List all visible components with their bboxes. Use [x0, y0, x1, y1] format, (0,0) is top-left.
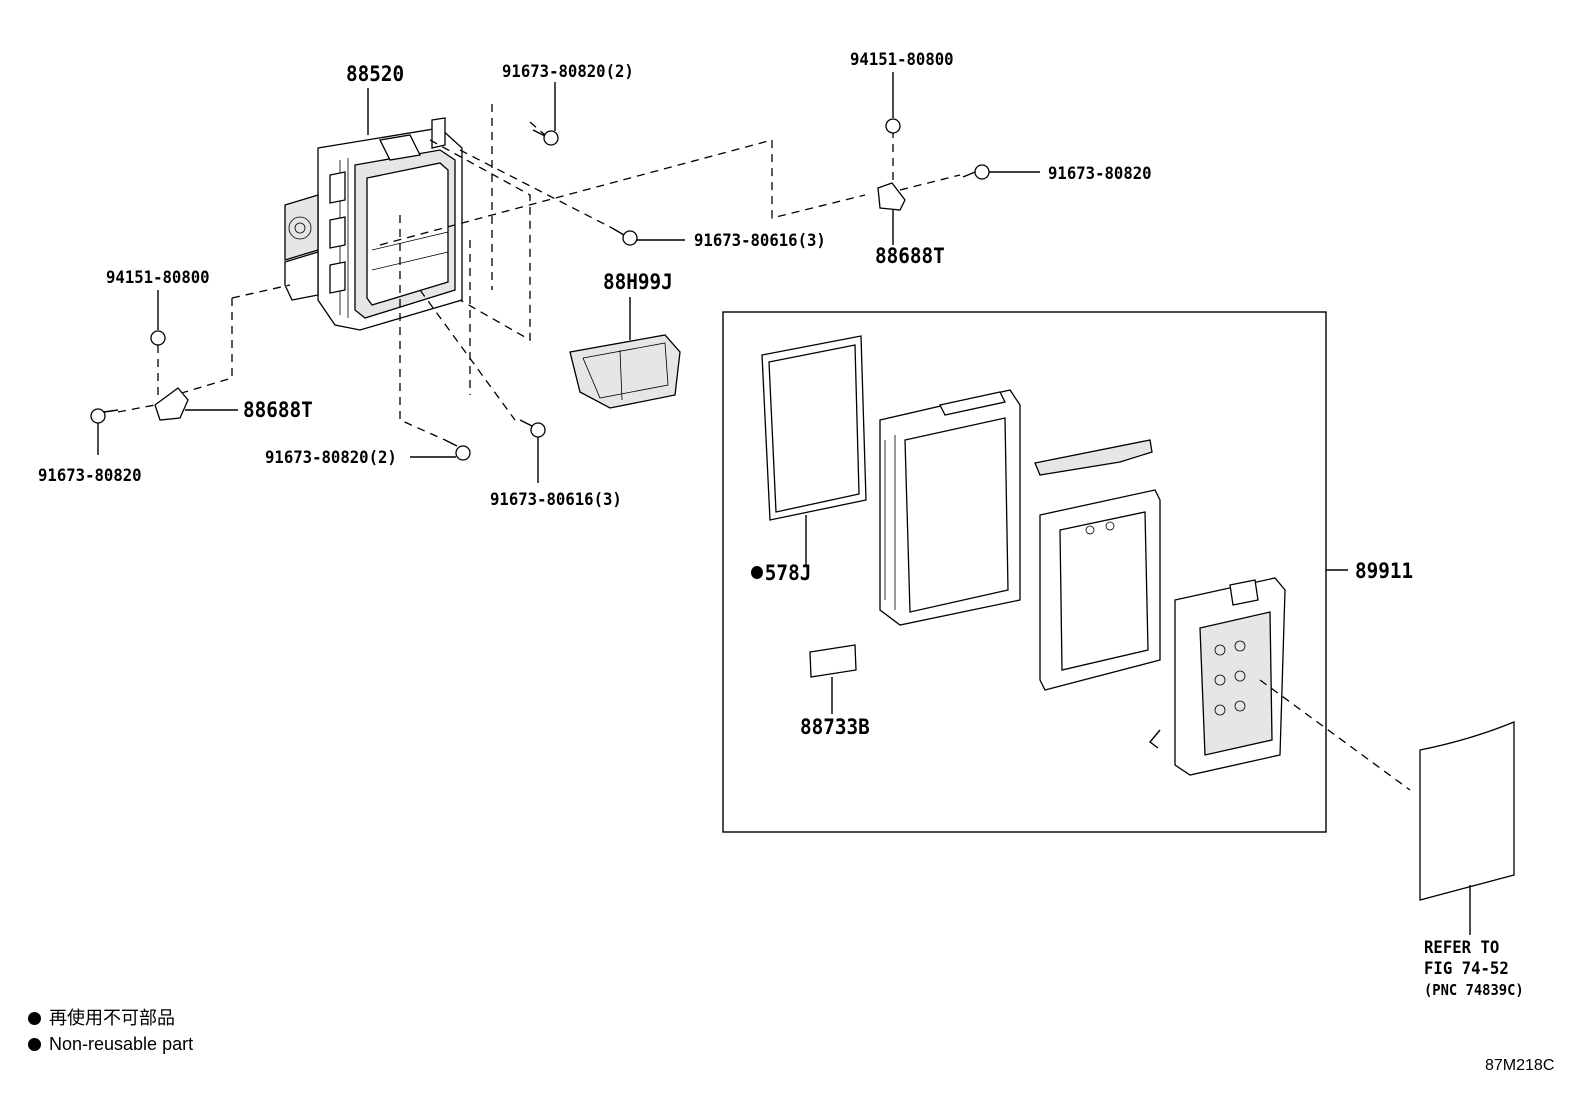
label-bolt-bottom-616: 91673-80616(3): [490, 490, 622, 510]
brackets: [154, 182, 906, 421]
strip-drawing: [1034, 439, 1153, 476]
label-bolt-right-upper: 91673-80820: [1048, 164, 1152, 184]
label-nut-left: 94151-80800: [106, 268, 210, 288]
label-88520: 88520: [346, 62, 405, 86]
label-88H99J: 88H99J: [603, 270, 673, 294]
filled-circle-icon: [28, 1012, 41, 1025]
label-bracket-left: 88688T: [243, 398, 313, 422]
assembly-lines-left: [117, 104, 961, 441]
non-reusable-marker-icon: [751, 566, 763, 579]
figure-id: 87M218C: [1485, 1057, 1555, 1074]
label-88733B: 88733B: [800, 715, 870, 739]
fasteners: [90, 72, 1040, 483]
label-refer-line3: (PNC 74839C): [1424, 981, 1524, 999]
label-refer-line2: FIG 74-52: [1424, 959, 1509, 979]
frame-drawing: [879, 389, 1021, 626]
label-bracket-right: 88688T: [875, 244, 945, 268]
label-578J: 578J: [751, 563, 811, 584]
assembly-box: [722, 311, 1327, 833]
tray-88H99J-drawing: [569, 297, 681, 409]
label-bolt-top-a: 91673-80820(2): [502, 62, 634, 82]
circuit-board-drawing: [1148, 577, 1286, 776]
label-plate-drawing: [809, 644, 857, 678]
label-nut-top-right: 94151-80800: [850, 50, 954, 70]
legend-english: Non-reusable part: [28, 1035, 193, 1053]
legend-japanese: 再使用不可部品: [28, 1009, 175, 1027]
housing-88520-drawing: [284, 88, 463, 331]
gasket-578J-drawing: [761, 335, 867, 566]
cover-panel-drawing: [1259, 679, 1515, 935]
label-bolt-bottom-820: 91673-80820(2): [265, 448, 397, 468]
filled-circle-icon: [28, 1038, 41, 1051]
label-bolt-mid-616: 91673-80616(3): [694, 231, 826, 251]
inner-frame-drawing: [1039, 489, 1161, 691]
label-bolt-left: 91673-80820: [38, 466, 142, 486]
label-refer-line1: REFER TO: [1424, 938, 1500, 958]
label-89911: 89911: [1355, 559, 1414, 583]
